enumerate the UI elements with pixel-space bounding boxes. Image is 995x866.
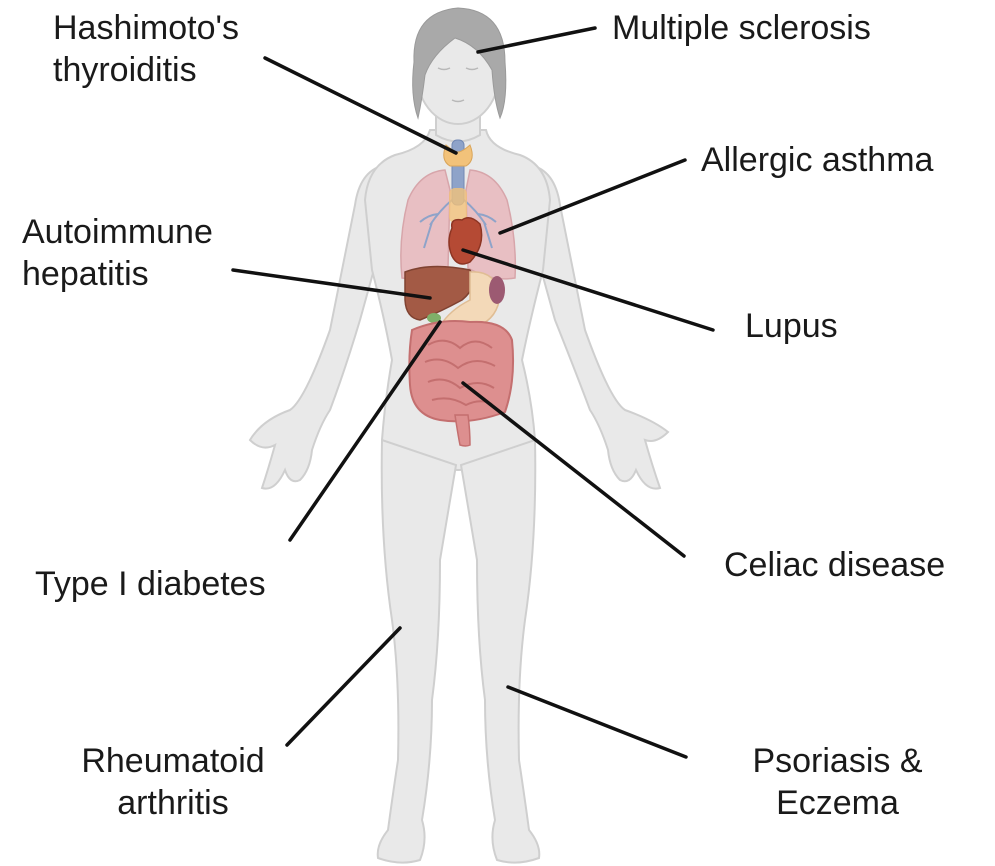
line-rheumatoid — [287, 628, 400, 745]
label-lupus: Lupus — [745, 305, 838, 347]
label-autoimmune-line2: hepatitis — [22, 253, 213, 295]
label-rheumatoid-arthritis: Rheumatoid arthritis — [60, 740, 286, 824]
large-intestine-icon — [409, 321, 513, 421]
organs — [401, 140, 515, 446]
line-psoriasis — [508, 687, 686, 757]
label-psoriasis-line1: Psoriasis & — [730, 740, 945, 782]
spleen-icon — [489, 276, 505, 304]
label-hashimotos-thyroiditis: Hashimoto's thyroiditis — [53, 7, 239, 91]
left-arm — [250, 165, 385, 489]
label-psoriasis-line2: Eczema — [730, 782, 945, 824]
label-allergic-asthma: Allergic asthma — [701, 139, 933, 181]
label-rheumatoid-line1: Rheumatoid — [60, 740, 286, 782]
label-hashimoto-line1: Hashimoto's — [53, 7, 239, 49]
label-psoriasis-eczema: Psoriasis & Eczema — [730, 740, 945, 824]
left-leg — [378, 440, 456, 863]
label-hashimoto-line2: thyroiditis — [53, 49, 239, 91]
label-celiac-disease: Celiac disease — [724, 544, 945, 586]
right-leg — [461, 440, 539, 863]
label-type1-diabetes: Type I diabetes — [35, 563, 266, 605]
label-rheumatoid-line2: arthritis — [60, 782, 286, 824]
label-multiple-sclerosis: Multiple sclerosis — [612, 7, 871, 49]
esophagus-icon — [449, 188, 467, 223]
label-autoimmune-hepatitis: Autoimmune hepatitis — [22, 211, 213, 295]
label-autoimmune-line1: Autoimmune — [22, 211, 213, 253]
